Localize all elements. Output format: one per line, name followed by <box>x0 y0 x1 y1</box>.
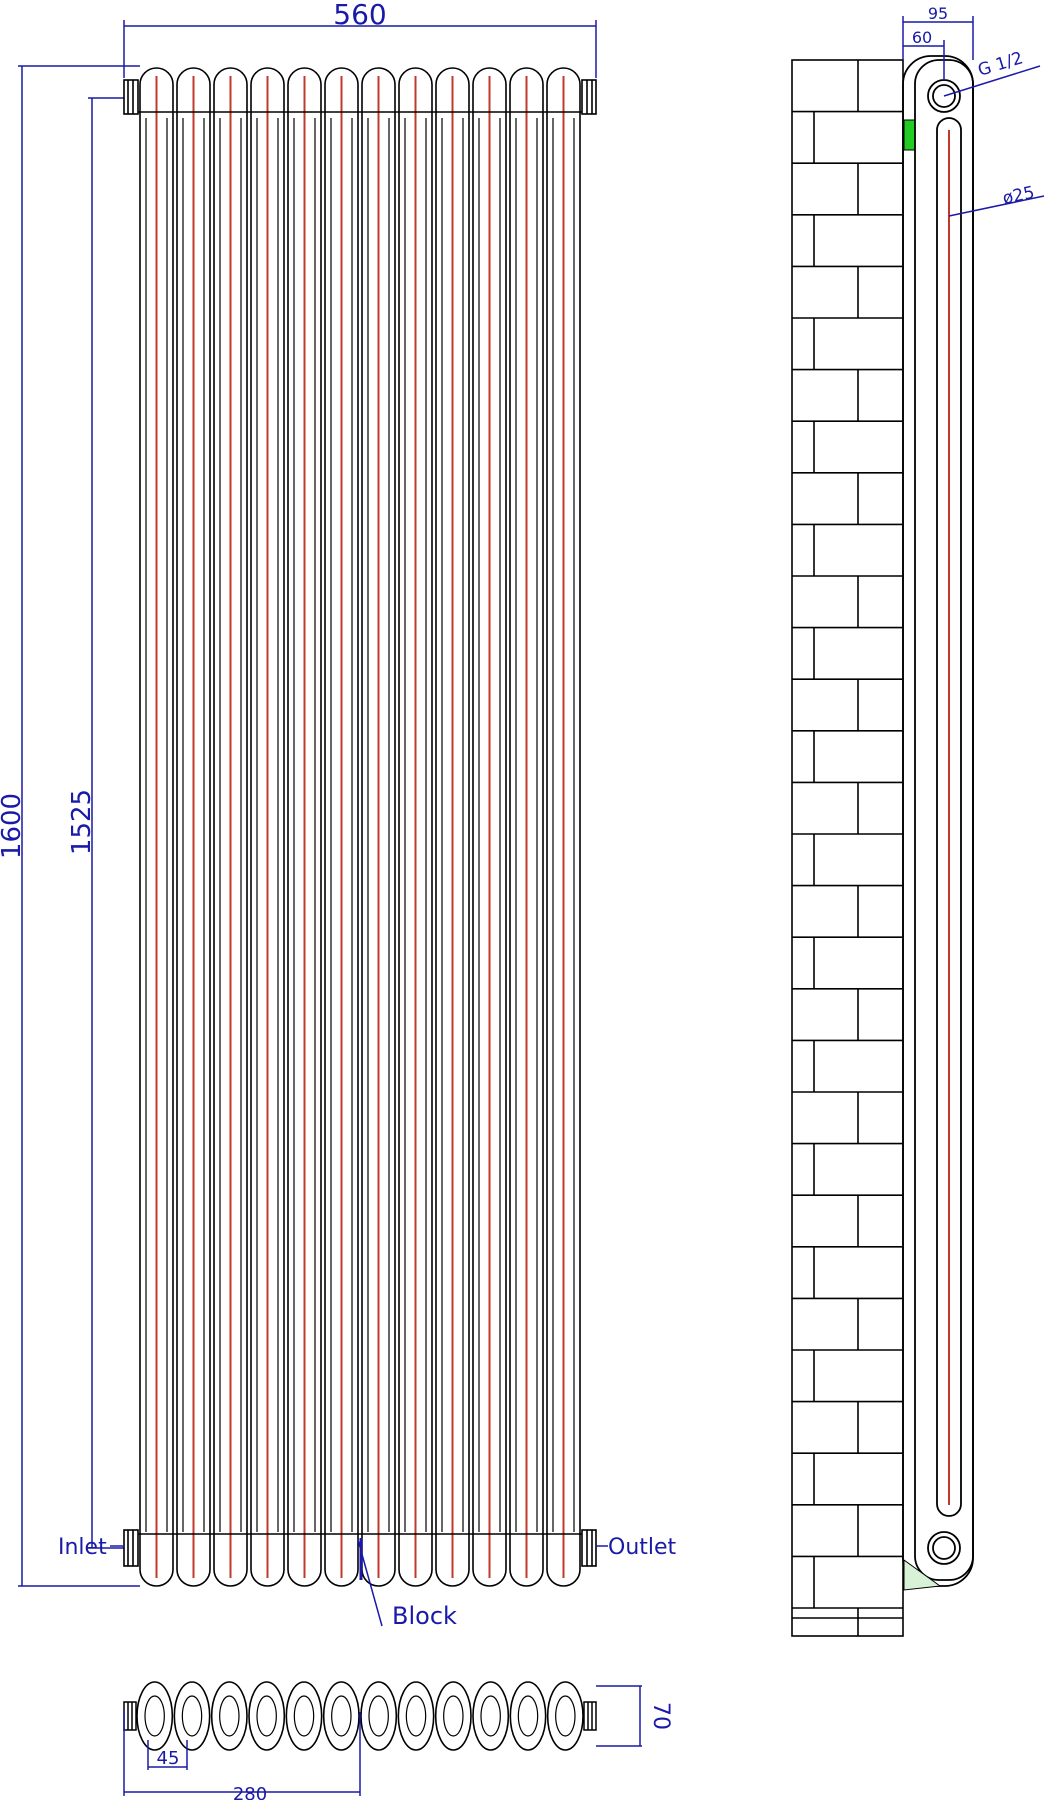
plan-column-outer <box>285 1681 323 1751</box>
plan-column-inner <box>405 1695 427 1737</box>
valve-bottom-left <box>123 1529 139 1567</box>
width-dimension-label: 560 <box>333 0 386 31</box>
plan-column-inner <box>517 1695 539 1737</box>
radiator-column <box>176 67 211 1587</box>
radiator-column <box>546 67 581 1587</box>
radiator-column <box>287 67 322 1587</box>
plan-column-outer <box>509 1681 547 1751</box>
plan-column-inner <box>181 1695 203 1737</box>
front-view: 560 1600 1525 <box>0 0 677 1630</box>
plan-column-inner <box>443 1695 464 1737</box>
column-pitch-dimension-label: 45 <box>157 1748 180 1769</box>
column-pitch-dimension <box>147 1740 188 1770</box>
plan-column-outer <box>546 1681 584 1751</box>
plan-depth-dimension <box>596 1685 642 1747</box>
tube-diameter-leader <box>948 195 1045 217</box>
plan-columns <box>136 1681 584 1751</box>
valve-top-left <box>123 79 139 115</box>
height-dimension-label: 1600 <box>0 793 27 859</box>
block-label: Block <box>392 1602 457 1630</box>
plan-valve-right <box>583 1701 597 1731</box>
plan-column-inner <box>331 1695 352 1737</box>
radiator-column <box>250 67 285 1587</box>
plan-column-outer <box>434 1681 472 1751</box>
plan-column-outer <box>360 1681 398 1751</box>
wall-outline <box>791 59 904 1637</box>
plan-column-inner <box>555 1695 576 1737</box>
radiator-column <box>398 67 433 1587</box>
radiator-column <box>213 67 248 1587</box>
plan-column-outer <box>472 1681 510 1751</box>
radiator-columns <box>138 67 582 1587</box>
plan-column-inner <box>256 1695 277 1737</box>
depth-dimension <box>902 16 974 60</box>
plan-column-inner <box>480 1695 501 1737</box>
wall-bracket <box>903 119 916 151</box>
plan-column-inner <box>144 1695 165 1737</box>
plan-column-outer <box>397 1681 435 1751</box>
centres-dimension <box>88 97 124 1549</box>
plan-column-inner <box>368 1695 389 1737</box>
centres-dimension-label: 1525 <box>67 789 97 855</box>
radiator-column <box>472 67 507 1587</box>
half-width-dimension-label: 280 <box>233 1784 267 1800</box>
depth-dimension-label: 95 <box>928 4 948 23</box>
thread-leader <box>943 65 1041 97</box>
side-view: 95 60 G 1/2 ø25 <box>791 4 1045 1637</box>
height-dimension <box>18 65 140 1587</box>
valve-bottom-right <box>581 1529 597 1567</box>
radiator-side-section <box>902 55 974 1587</box>
radiator-column <box>435 67 470 1587</box>
outlet-label: Outlet <box>608 1535 677 1560</box>
inlet-label: Inlet <box>58 1535 107 1560</box>
wall-gap-dimension <box>903 40 945 80</box>
plan-column-outer <box>210 1681 248 1751</box>
plan-column-outer <box>173 1681 211 1751</box>
plan-column-outer <box>248 1681 286 1751</box>
floor-foot <box>903 1559 942 1591</box>
plan-view: 70 45 280 <box>123 1681 673 1800</box>
plan-column-inner <box>219 1695 240 1737</box>
valve-top-right <box>581 79 597 115</box>
radiator-column <box>324 67 359 1587</box>
brick-wall <box>791 59 904 1637</box>
wall-gap-dimension-label: 60 <box>912 28 932 47</box>
plan-depth-dimension-label: 70 <box>648 1702 673 1730</box>
radiator-column <box>509 67 544 1587</box>
plan-column-outer <box>322 1681 360 1751</box>
half-width-dimension <box>123 1710 361 1796</box>
plan-column-outer <box>136 1681 174 1751</box>
plan-valve-left <box>123 1701 137 1731</box>
plan-column-inner <box>293 1695 315 1737</box>
width-dimension <box>123 20 597 78</box>
radiator-column <box>139 67 174 1587</box>
block-leader <box>357 1539 383 1627</box>
radiator-column <box>361 67 396 1587</box>
tube-diameter-label: ø25 <box>1001 183 1037 209</box>
thread-label: G 1/2 <box>976 48 1026 81</box>
